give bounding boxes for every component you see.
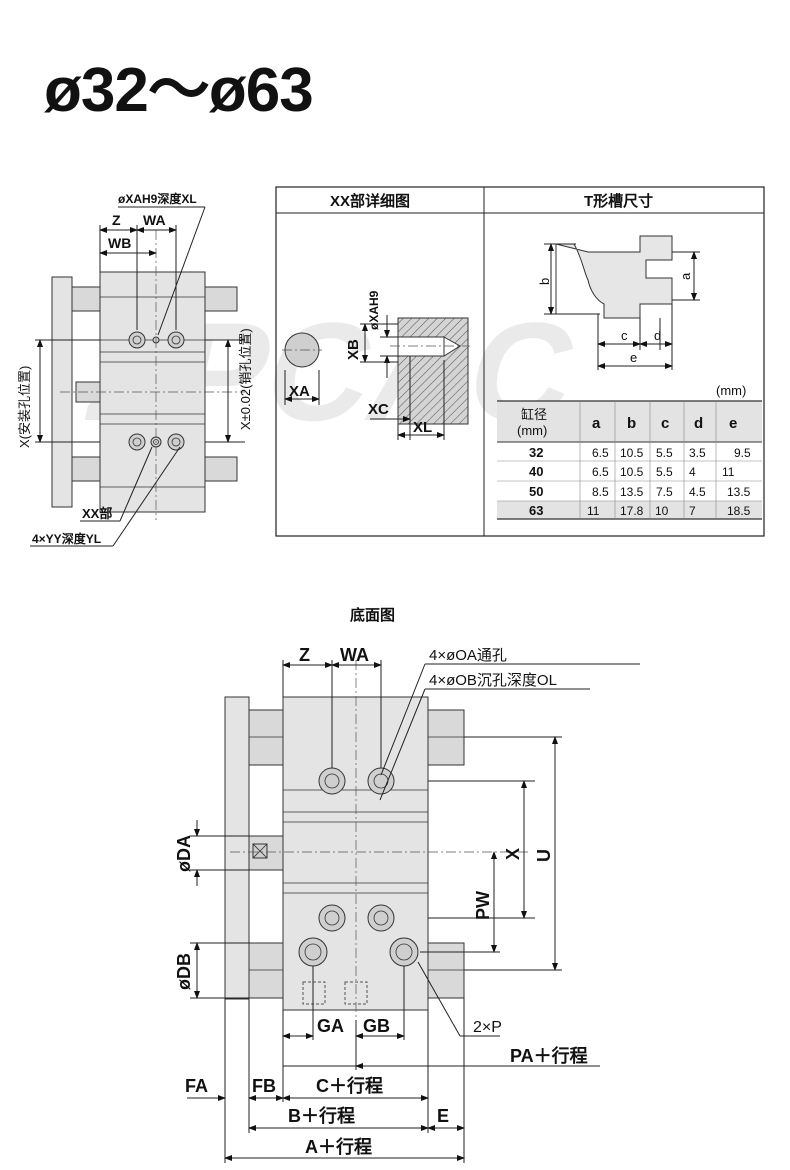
label-xc: XC — [368, 401, 389, 418]
table-header-b: b — [627, 415, 636, 432]
bottom-view — [187, 660, 640, 1163]
svg-text:3.5: 3.5 — [689, 446, 706, 460]
detail-panel — [275, 186, 765, 537]
table-header-c: c — [661, 415, 669, 432]
table-row: 40 6.5 10.5 5.5 4 11 — [529, 464, 735, 479]
label-oa: 4×øOA通孔 — [429, 647, 507, 664]
label-oxa: øXAH9 — [367, 290, 381, 330]
table-row: 50 8.5 13.5 7.5 4.5 13.5 — [529, 484, 751, 499]
detail-header-right: T形槽尺寸 — [584, 192, 653, 210]
label-xa-depth: øXAH9深度XL — [118, 191, 197, 206]
table-header-bore-unit: (mm) — [517, 423, 547, 438]
label-ob: 4×øOB沉孔深度OL — [429, 672, 557, 689]
label-p: 2×P — [473, 1019, 502, 1036]
label-tslot-d: d — [654, 328, 661, 343]
label-xx-part: XX部 — [82, 506, 112, 521]
tslot-table — [497, 400, 762, 520]
svg-text:18.5: 18.5 — [727, 504, 751, 518]
detail-header-left: XX部详细图 — [330, 192, 410, 210]
label-pa: PA＋行程 — [510, 1045, 588, 1066]
label-ga: GA — [317, 1016, 344, 1036]
label-z: Z — [112, 212, 121, 228]
table-row: 32 6.5 10.5 5.5 3.5 9.5 — [529, 445, 751, 460]
svg-text:10: 10 — [655, 504, 669, 518]
svg-text:6.5: 6.5 — [592, 446, 609, 460]
svg-text:9.5: 9.5 — [734, 446, 751, 460]
svg-text:13.5: 13.5 — [620, 485, 644, 499]
svg-text:32: 32 — [529, 445, 543, 460]
label-db: øDB — [174, 953, 194, 990]
svg-text:5.5: 5.5 — [656, 465, 673, 479]
svg-text:7.5: 7.5 — [656, 485, 673, 499]
label-detail-xa: XA — [289, 383, 310, 400]
table-header-d: d — [694, 415, 703, 432]
svg-text:13.5: 13.5 — [727, 485, 751, 499]
label-tslot-a: a — [678, 272, 693, 280]
label-wb: WB — [108, 235, 131, 251]
label-e: E — [437, 1106, 449, 1126]
label-tslot-e: e — [630, 350, 637, 365]
table-header-bore: 缸径 — [521, 407, 547, 422]
bottom-view-title: 底面图 — [350, 606, 395, 624]
label-xb: XB — [345, 339, 362, 360]
label-pw: PW — [473, 891, 493, 920]
table-row: 63 11 17.8 10 7 18.5 — [529, 503, 751, 518]
table-header-e: e — [729, 415, 737, 432]
label-x-mount: X(安装孔位置) — [17, 366, 32, 448]
label-tslot-b: b — [537, 278, 552, 285]
label-b: B＋行程 — [288, 1105, 355, 1126]
svg-text:50: 50 — [529, 484, 543, 499]
svg-text:11: 11 — [587, 504, 600, 518]
svg-text:7: 7 — [689, 504, 696, 518]
label-fb: FB — [252, 1076, 276, 1096]
svg-text:8.5: 8.5 — [592, 485, 609, 499]
label-fa: FA — [185, 1076, 208, 1096]
svg-text:10.5: 10.5 — [620, 446, 644, 460]
unit-label: (mm) — [716, 383, 746, 398]
svg-text:6.5: 6.5 — [592, 465, 609, 479]
svg-text:40: 40 — [529, 464, 543, 479]
svg-text:63: 63 — [529, 503, 543, 518]
top-view — [30, 206, 245, 547]
label-da: øDA — [174, 835, 194, 872]
label-bottom-x: X — [503, 848, 523, 860]
page-title: ø32～ø63 — [44, 56, 314, 125]
label-a: A＋行程 — [305, 1136, 372, 1157]
svg-text:11: 11 — [722, 465, 735, 479]
label-c: C＋行程 — [316, 1075, 383, 1096]
label-gb: GB — [363, 1016, 390, 1036]
label-tslot-c: c — [621, 328, 628, 343]
label-bottom-wa: WA — [340, 645, 369, 665]
svg-text:17.8: 17.8 — [620, 504, 644, 518]
svg-text:5.5: 5.5 — [656, 446, 673, 460]
svg-text:4.5: 4.5 — [689, 485, 706, 499]
svg-text:4: 4 — [689, 465, 696, 479]
label-x-pin: X±0.02(销孔位置) — [238, 328, 253, 430]
label-yy-depth: 4×YY深度YL — [32, 531, 101, 546]
label-bottom-z: Z — [299, 645, 310, 665]
svg-text:10.5: 10.5 — [620, 465, 644, 479]
table-header-a: a — [592, 415, 601, 432]
label-u: U — [534, 849, 554, 862]
label-wa: WA — [143, 212, 166, 228]
label-xl: XL — [413, 419, 432, 436]
